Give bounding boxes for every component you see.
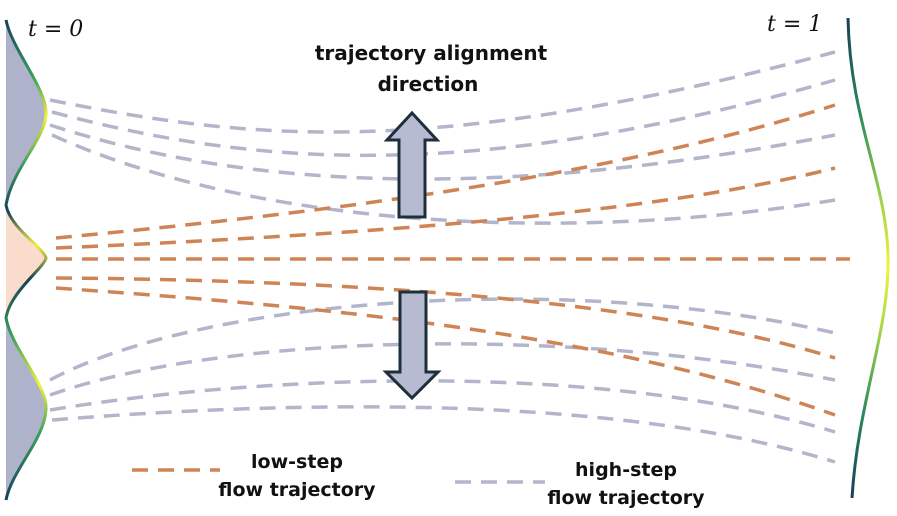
high-step-trajectory <box>51 405 836 464</box>
legend-low-step-line1: low-step <box>251 451 343 473</box>
legend: low-step flow trajectory high-step flow … <box>132 451 705 509</box>
source-mode-middle <box>6 205 46 318</box>
arrow-down-icon <box>382 290 442 401</box>
low-step-trajectory <box>55 166 836 250</box>
alignment-title-line1: trajectory alignment <box>315 41 548 65</box>
high-step-trajectory <box>49 50 836 134</box>
source-mode-top <box>6 20 47 205</box>
high-step-trajectory <box>49 297 836 382</box>
high-step-trajectory <box>49 342 836 397</box>
t-start-label: t = 0 <box>28 17 83 42</box>
high-step-trajectories <box>49 50 836 464</box>
low-step-trajectory <box>55 103 836 240</box>
high-step-trajectory <box>51 78 836 158</box>
high-step-trajectory <box>49 123 836 181</box>
legend-high-step-line1: high-step <box>575 459 677 481</box>
source-mode-bottom <box>6 318 47 500</box>
source-distribution <box>4 19 48 501</box>
source-density-curve <box>4 19 48 501</box>
low-step-trajectory <box>55 286 836 417</box>
target-density-curve <box>846 17 890 499</box>
low-step-trajectory <box>55 276 836 360</box>
arrow-up-icon <box>383 110 441 219</box>
t-end-label: t = 1 <box>767 12 822 37</box>
low-step-trajectories <box>55 103 850 417</box>
legend-high-step-line2: flow trajectory <box>547 487 705 509</box>
alignment-title-line2: direction <box>378 72 479 96</box>
high-step-trajectory <box>49 379 836 434</box>
legend-low-step-line2: flow trajectory <box>218 479 376 501</box>
